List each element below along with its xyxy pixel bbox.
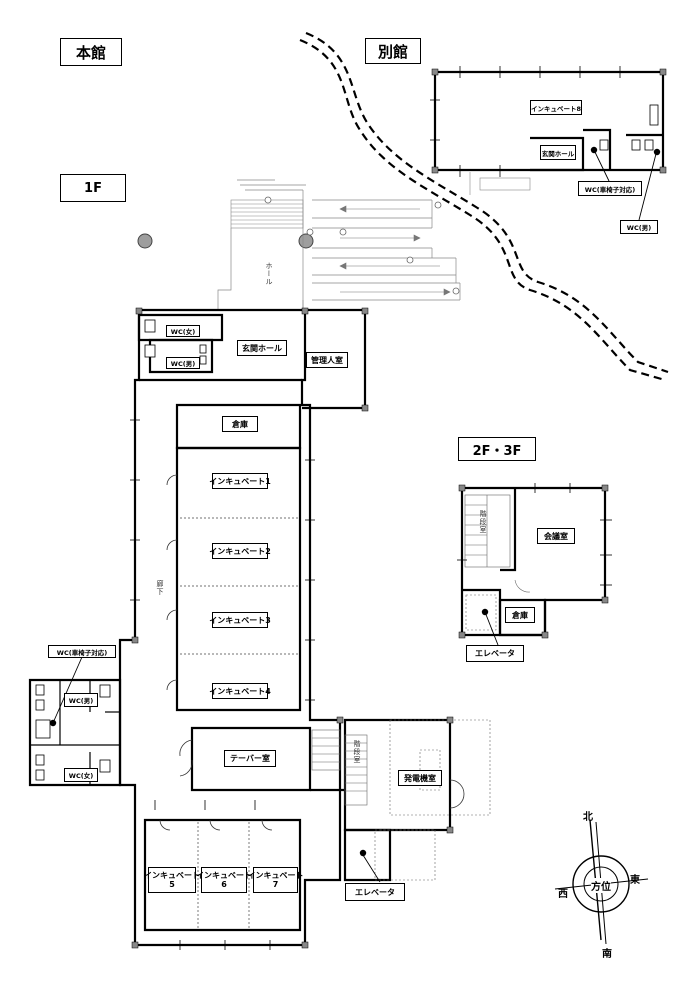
stairs-1f [311,719,491,881]
corridor-label-left: 廊下 [156,580,164,596]
incubate-7-label: インキュベート 7 [248,867,304,893]
wc-male-top-label: WC(男) [166,357,200,369]
annex-heading: 別館 [365,38,421,64]
wc-female-left-label: WC(女) [64,768,98,782]
annex-fixtures [599,104,659,151]
annex-entrance-label: 玄関ホール [540,145,576,160]
compass-north: 北 [583,812,593,823]
upper-columns [458,484,609,639]
incubate-4-label: インキュベート4 [209,683,271,699]
stairs-label-1f: 階段室 [353,740,361,764]
incubate-5-name: インキュベート [144,871,200,880]
storage-label: 倉庫 [222,416,258,432]
entrance-hall-label: 玄関ホール [237,340,287,356]
annex-columns [431,68,667,174]
callout-dots [49,146,661,857]
incubate-5-label: インキュベート 5 [144,867,200,893]
incubate-6-name: インキュベート [196,871,252,880]
annex-ticks [430,66,621,177]
upper-stairs [464,494,531,631]
incubate-7-number: 7 [272,880,279,889]
elevator-1f-callout: エレベータ [345,883,405,901]
wc-male-left-label: WC(男) [64,693,98,707]
storage-2f-label: 倉庫 [505,607,535,623]
ramp-arrows [339,205,451,296]
ramp-posts [264,196,460,295]
incubate-1-label: インキュベート1 [209,473,271,489]
elevator-2f-callout: エレベータ [466,645,524,662]
wc-female-top-label: WC(女) [166,325,200,337]
upper-ticks [457,483,612,586]
outdoor-stairs [230,199,304,229]
incubate-6-number: 6 [221,880,227,889]
compass-south: 南 [602,949,612,960]
annex-wc-accessible-callout: WC(車椅子対応) [578,181,642,196]
floor-1-heading: 1F [60,174,126,202]
doors [159,474,465,831]
theme-room-label: テーバー室 [224,750,276,767]
stairs-label-2f: 階段室 [479,510,487,534]
site-boundary-line-a [299,38,666,382]
generator-room-label: 発電機室 [398,770,442,786]
annex-wc-male-callout: WC(男) [620,220,658,234]
column-squares [131,307,454,949]
manager-room-label: 管理人室 [306,352,348,368]
site-boundary-line-b [305,31,669,374]
wc-fixtures [35,319,207,781]
meeting-room-label: 会議室 [537,528,575,544]
marker-right [298,233,314,249]
wall-ticks [130,419,315,950]
main-building-heading: 本館 [60,38,122,66]
compass-east: 東 [630,875,640,886]
wc-accessible-callout: WC(車椅子対応) [48,645,116,658]
incubate-7-name: インキュベート [247,871,304,880]
annex-ramp [469,172,531,195]
incubate-6-label: インキュベート 6 [196,867,252,893]
marker-left [137,233,153,249]
incubate-3-label: インキュベート3 [209,612,271,628]
floor-2-3-heading: 2F・3F [458,437,536,461]
compass-west: 西 [558,889,568,900]
ramps [217,179,461,310]
incubate-5-number: 5 [169,880,175,889]
compass-center: 方位 [591,878,611,893]
incubate-8-label: インキュベート8 [530,100,582,115]
incubate-2-label: インキュベート2 [209,543,271,559]
callout-lines [52,149,658,883]
hall-label: ホール [265,262,273,286]
partition-lines [180,517,298,928]
